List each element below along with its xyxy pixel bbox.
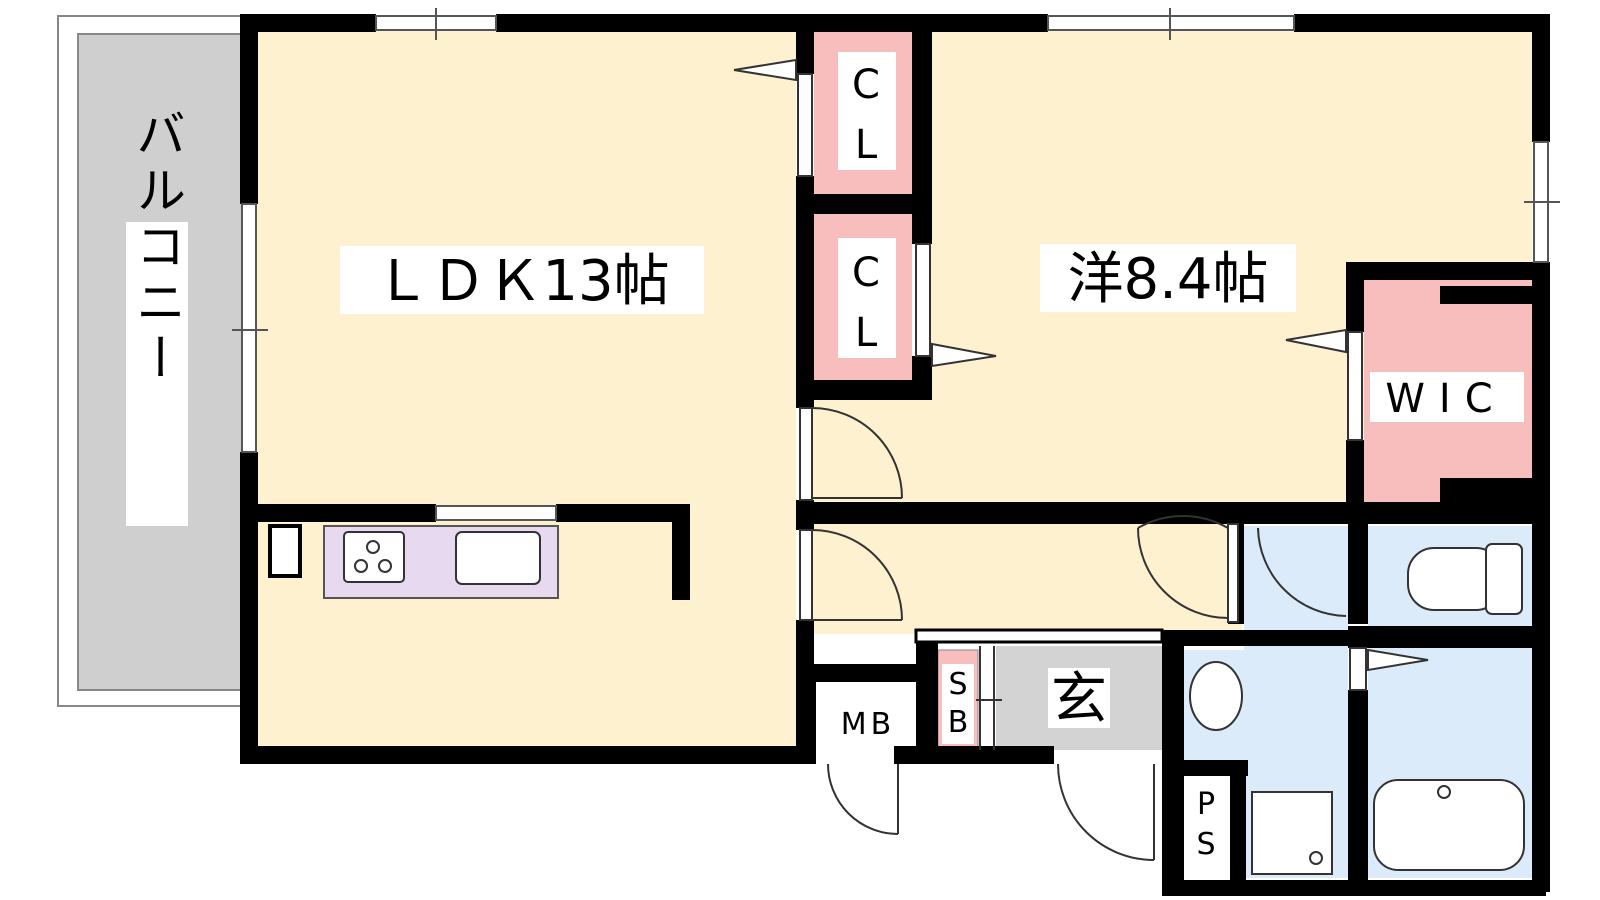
shoe-box-label-line1: S: [948, 667, 967, 702]
kitchen-sink: [455, 531, 541, 585]
balcony-label: バルコニー: [128, 108, 186, 388]
walls: [240, 14, 1550, 896]
bathtub: [1373, 779, 1525, 871]
western-room-label: 洋8.4帖: [1067, 247, 1268, 312]
room-labels: ＬＤＫ13帖 洋8.4帖 C L C L WIC 玄 MB S B P S: [340, 52, 1524, 862]
closet-upper-label-line2: L: [855, 122, 878, 168]
pipe-space-label-line1: P: [1197, 787, 1215, 822]
closet-upper-label-line1: C: [852, 62, 880, 108]
fixtures: [343, 531, 1525, 875]
wic-label: WIC: [1385, 376, 1506, 422]
windows: [232, 8, 1560, 521]
ldk-label: ＬＤＫ13帖: [374, 249, 669, 314]
meter-box-label: MB: [841, 707, 895, 742]
balcony-area: バルコニー: [57, 15, 247, 707]
doors: [733, 58, 1429, 861]
pipe-space-label-line2: S: [1196, 827, 1215, 862]
hallway-floor: [812, 524, 1242, 634]
wash-basin: [1189, 661, 1243, 731]
stove: [343, 531, 405, 583]
ldk-floor: [254, 30, 796, 756]
entrance-label: 玄: [1051, 667, 1107, 732]
closet-lower-label-line1: C: [852, 250, 880, 296]
shoe-box-label-line2: B: [948, 705, 969, 740]
closet-lower-label-line2: L: [855, 310, 878, 356]
